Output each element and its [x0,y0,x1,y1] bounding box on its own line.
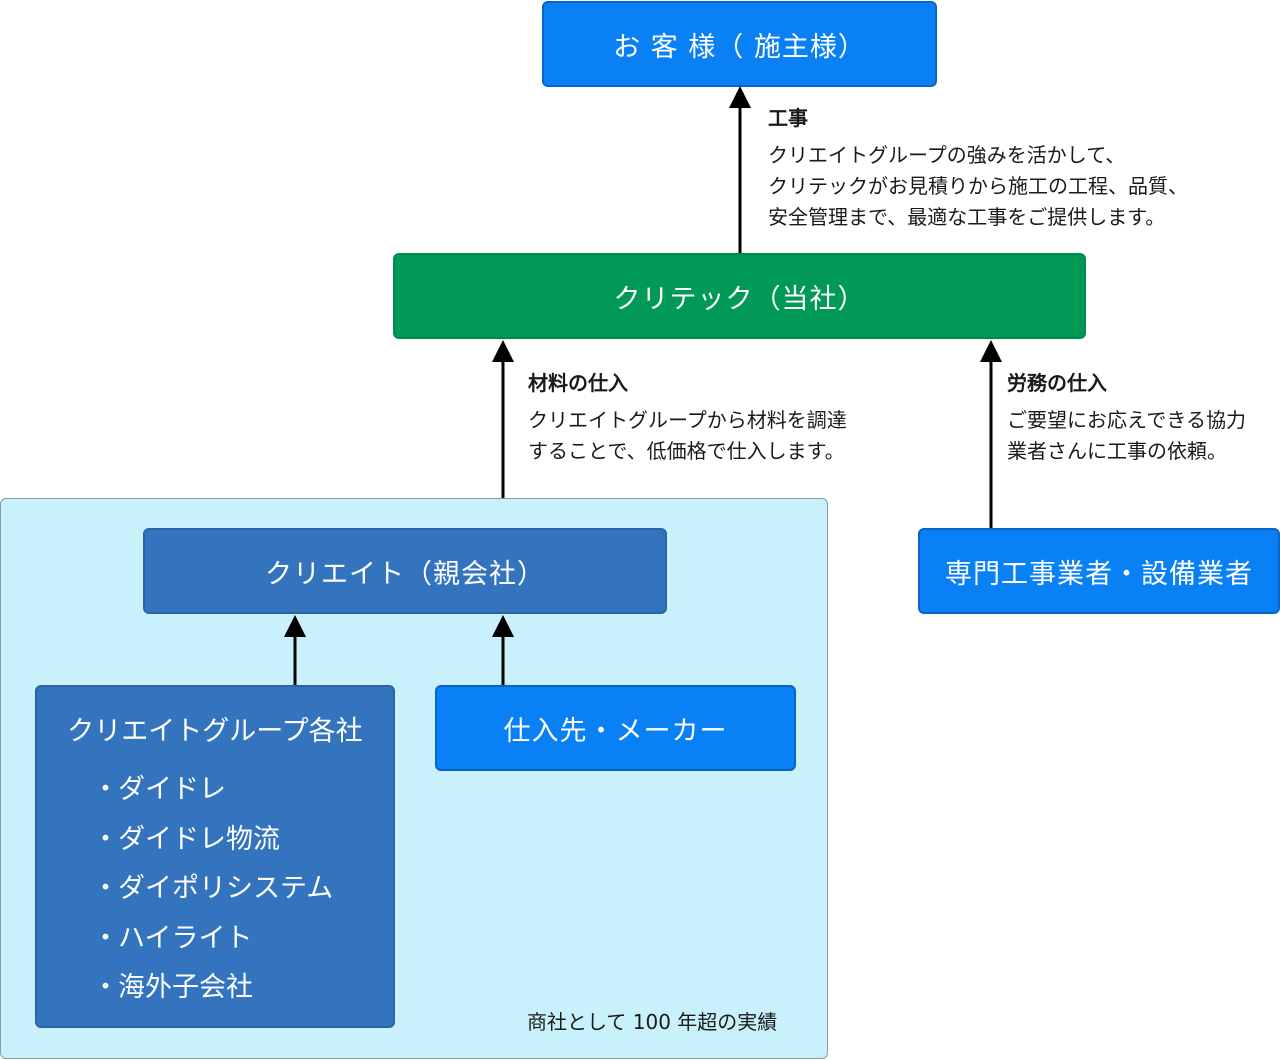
parent-company-label: クリエイト（親会社） [265,558,545,590]
group-companies-box: クリエイトグループ各社 ・ダイドレ ・ダイドレ物流 ・ダイポリシステム ・ハイラ… [35,685,395,1028]
bullet: ・ [92,873,119,904]
group-companies-list: ・ダイドレ ・ダイドレ物流 ・ダイポリシステム ・ハイライト ・海外子会社 [92,765,333,1013]
arrow-supplier-to-parent [492,615,514,685]
materials-heading: 材料の仕入 [528,371,628,395]
company-label: クリテック（当社） [613,283,866,315]
company-box: クリテック（当社） [393,253,1086,339]
construction-annotation: 工事 クリエイトグループの強みを活かして、 クリテックがお見積りから施工の工程、… [768,103,1188,233]
annotation-line: クリエイトグループから材料を調達 [528,408,847,432]
list-item-label: ダイポリシステム [118,873,334,904]
contractor-box: 専門工事業者・設備業者 [918,528,1280,614]
list-item-label: ダイドレ [118,774,226,805]
annotation-line: することで、低価格で仕入します。 [528,439,845,463]
labor-heading: 労務の仕入 [1007,371,1107,395]
annotation-line: クリテックがお見積りから施工の工程、品質、 [768,174,1188,198]
bullet: ・ [92,922,119,954]
supplier-label: 仕入先・メーカー [503,715,728,747]
parent-company-box: クリエイト（親会社） [143,528,667,614]
bullet: ・ [92,774,119,805]
arrow-contractor-to-company [980,340,1002,528]
bullet: ・ [92,972,119,1003]
annotation-line: クリエイトグループの強みを活かして、 [768,143,1126,167]
customer-box: お 客 様（ 施主様） [542,1,937,87]
list-item: ・ダイドレ物流 [92,815,333,865]
customer-label: お 客 様（ 施主様） [613,31,866,63]
bullet: ・ [92,823,119,855]
list-item-label: 海外子会社 [118,972,253,1003]
list-item: ・ハイライト [92,914,333,964]
labor-annotation: 労務の仕入 ご要望にお応えできる協力 業者さんに工事の依頼。 [1007,368,1246,467]
annotation-line: 業者さんに工事の依頼。 [1007,439,1227,463]
arrow-company-to-customer [729,86,751,253]
arrow-parent-to-company [492,340,514,498]
materials-annotation: 材料の仕入 クリエイトグループから材料を調達 することで、低価格で仕入します。 [528,368,847,467]
list-item: ・ダイドレ [92,765,333,815]
list-item: ・ダイポリシステム [92,864,333,914]
list-item-label: ハイライト [118,922,253,954]
annotation-line: ご要望にお応えできる協力 [1007,408,1246,432]
group-companies-title: クリエイトグループ各社 [67,716,363,747]
construction-heading: 工事 [768,106,808,130]
contractor-label: 専門工事業者・設備業者 [945,558,1253,590]
list-item-label: ダイドレ物流 [118,823,280,855]
annotation-line: 安全管理まで、最適な工事をご提供します。 [768,205,1166,229]
group-note: 商社として 100 年超の実績 [527,1010,778,1034]
supplier-box: 仕入先・メーカー [435,685,796,771]
arrow-group-to-parent [284,615,306,685]
list-item: ・海外子会社 [92,963,333,1013]
